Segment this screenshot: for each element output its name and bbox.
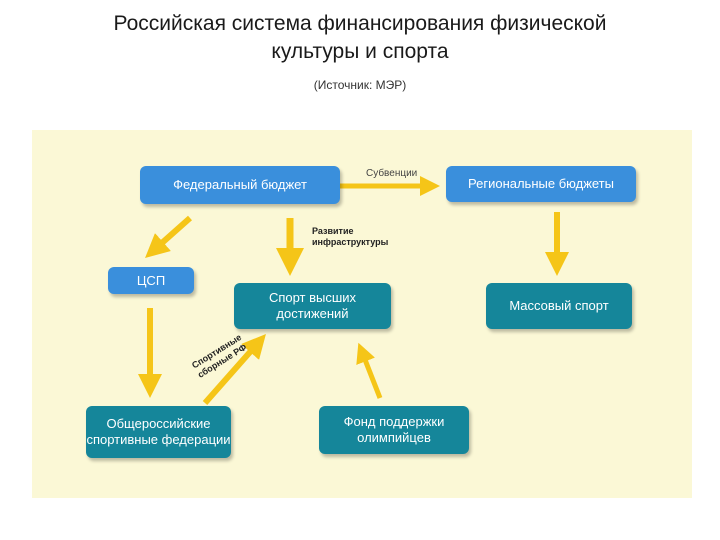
source-note: (Источник: МЭР) bbox=[313, 78, 407, 92]
csp-box: ЦСП bbox=[108, 267, 194, 294]
subventions-label: Субвенции bbox=[366, 168, 418, 179]
olympic-fund-box: Фонд поддержки олимпийцев bbox=[319, 406, 469, 454]
arrow-federations-to-elite bbox=[202, 334, 266, 405]
mass-sport-box: Массовый спорт bbox=[486, 283, 632, 329]
elite-sport-box: Спорт высших достижений bbox=[234, 283, 391, 329]
arrow-fund-to-elite bbox=[356, 342, 383, 399]
federal-budget-box: Федеральный бюджет bbox=[140, 166, 340, 204]
regional-budgets-box: Региональные бюджеты bbox=[446, 166, 636, 202]
federations-box: Общероссийские спортивные федерации bbox=[86, 406, 231, 458]
page-title-line-1: Российская система финансирования физиче… bbox=[113, 12, 607, 35]
arrow-federal-to-csp bbox=[145, 215, 192, 258]
infrastructure-label: Развитие инфраструктуры bbox=[312, 226, 389, 247]
page-title-line-2: культуры и спорта bbox=[271, 40, 449, 63]
